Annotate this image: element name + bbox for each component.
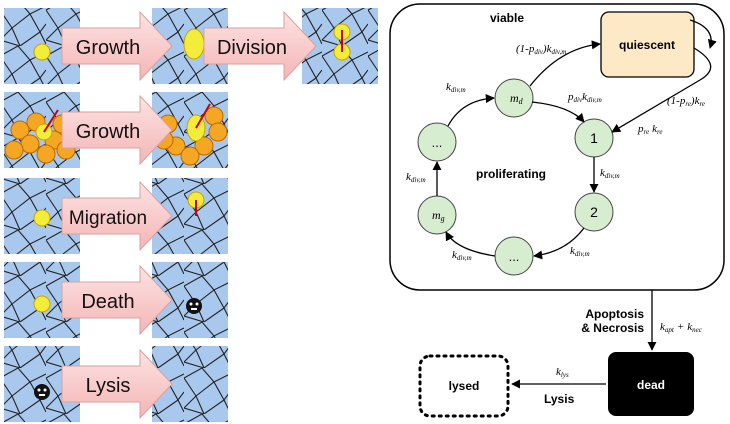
row-death: Death — [4, 262, 228, 338]
label-death: Death — [81, 291, 134, 313]
cell-growing — [183, 28, 205, 60]
proliferating-label: proliferating — [476, 167, 546, 181]
apoptosis-label: Apoptosis — [585, 307, 644, 321]
label-growth: Growth — [76, 121, 140, 143]
rate-quiescent-self: (1-pre)kre — [667, 95, 705, 108]
lysed-box — [418, 354, 510, 418]
rate-md-1: pdivkdiv,m — [567, 91, 602, 104]
rate-2-dots: kdiv,m — [570, 245, 590, 258]
rate-lys: klys — [556, 366, 569, 379]
row-growth-division: Growth Division — [4, 8, 378, 84]
node-dots-top — [417, 122, 457, 162]
node-md — [494, 78, 534, 118]
rate-md-quiescent: (1-pdiv)kdiv,m — [516, 43, 566, 56]
left-panel: Growth Division Growth — [4, 8, 378, 422]
cell-yellow — [33, 295, 51, 313]
arrow-md-quiescent — [529, 40, 601, 87]
rate-apt-nec: kapt+knec — [660, 321, 703, 334]
rate-mg-dots: kdiv,m — [406, 171, 426, 184]
dead-box — [608, 352, 694, 416]
arrow-shape — [61, 180, 173, 252]
label-division: Division — [217, 37, 287, 59]
arrow-shape — [203, 10, 317, 82]
push-arrow — [195, 103, 211, 129]
arrow-shape — [61, 94, 173, 166]
arrow-shape — [61, 264, 173, 336]
cell-yellow — [33, 209, 51, 227]
node-dots-bottom-text: ... — [509, 249, 520, 264]
skull-icon — [34, 384, 50, 400]
lysed-label: lysed — [449, 379, 480, 393]
node-mg-text: mg — [432, 208, 445, 223]
viable-label: viable — [490, 11, 524, 25]
label-lysis: Lysis — [86, 375, 131, 397]
node-1-text: 1 — [590, 130, 598, 146]
dead-label: dead — [637, 378, 665, 392]
label-migration: Migration — [69, 208, 147, 229]
node-md-text: md — [510, 91, 524, 106]
skull-icon — [186, 298, 202, 314]
arrow-quiescent-1 — [611, 47, 712, 133]
quiescent-box — [600, 11, 695, 78]
arrow-md-1 — [531, 101, 585, 123]
row-growth-crowded: Growth — [4, 92, 228, 168]
rate-dots-mg: kdiv,m — [452, 249, 472, 262]
arrow-dots-md — [447, 93, 495, 127]
label-growth: Growth — [76, 37, 140, 59]
node-dots-top-text: ... — [432, 135, 443, 150]
quiescent-label: quiescent — [619, 38, 675, 52]
node-2-text: 2 — [590, 204, 598, 220]
cell-yellow — [33, 43, 51, 61]
row-lysis: Lysis — [4, 346, 228, 422]
rate-dots-md: kdiv,m — [446, 81, 466, 94]
necrosis-label: & Necrosis — [581, 321, 644, 335]
arrow-shape — [61, 348, 173, 420]
state-diagram: viable proliferating quiescent md 1 2 ..… — [389, 3, 725, 418]
push-arrow — [43, 109, 59, 133]
arrow-2-dots — [533, 227, 585, 260]
arrow-quiescent-self — [689, 19, 717, 49]
rate-1-2: kdiv,m — [600, 167, 620, 180]
row-migration: Migration — [4, 178, 228, 254]
arrow-shape — [61, 10, 173, 82]
arrow-dots-mg — [445, 231, 496, 257]
lysis-label: Lysis — [544, 392, 575, 406]
node-2 — [574, 192, 614, 232]
